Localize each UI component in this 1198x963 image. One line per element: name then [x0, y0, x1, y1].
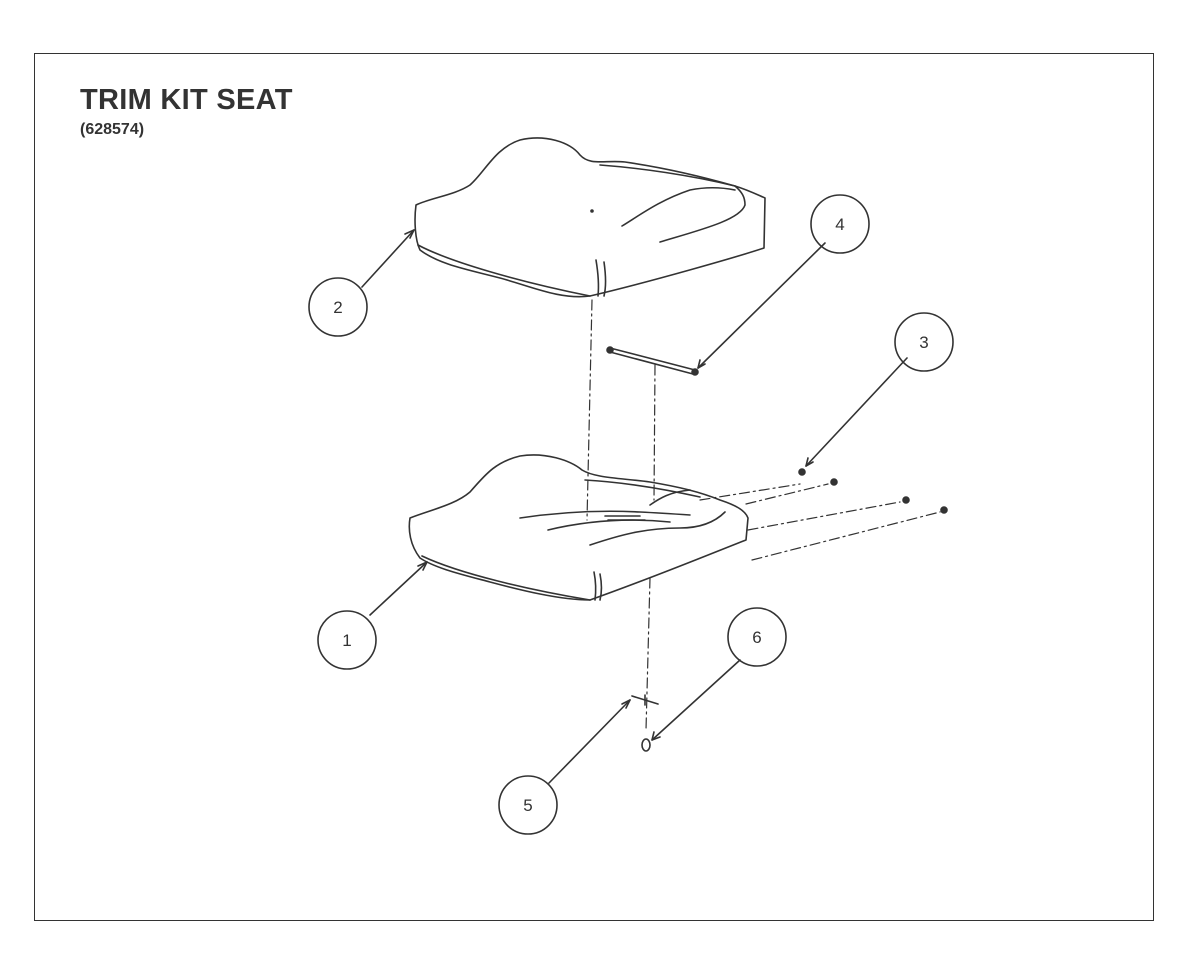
callout-label-5: 5: [523, 796, 532, 815]
callout-label-1: 1: [342, 631, 351, 650]
callout-label-2: 2: [333, 298, 342, 317]
diagram-frame: [34, 53, 1154, 921]
callout-circle-6: [727, 607, 787, 667]
callout-circle-4: [810, 194, 870, 254]
callout-label-3: 3: [919, 333, 928, 352]
callout-circle-3: [894, 312, 954, 372]
callout-label-6: 6: [752, 628, 761, 647]
leader-lines: [361, 229, 908, 784]
seat-cushion: [408, 454, 749, 601]
screws: [798, 468, 948, 514]
callout-circle-1: [317, 610, 377, 670]
seat-back-cushion: [414, 137, 766, 298]
callout-label-4: 4: [835, 215, 844, 234]
alignment-lines: [586, 299, 941, 731]
clip-and-nut: [631, 694, 659, 752]
diagram-title: TRIM KIT SEAT: [80, 84, 293, 116]
callout-circle-2: [308, 277, 368, 337]
part-number: (628574): [80, 121, 145, 138]
rod-part: [606, 346, 699, 376]
callout-circle-5: [498, 775, 558, 835]
